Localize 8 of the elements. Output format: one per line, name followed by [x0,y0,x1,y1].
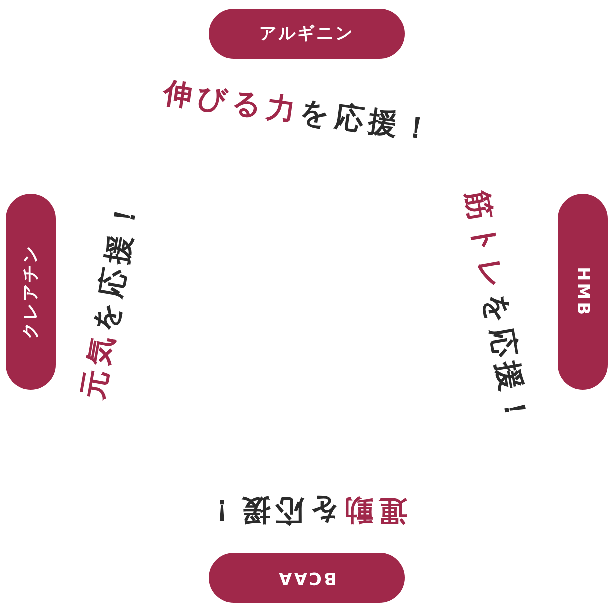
slogan-text: 元気を応援！ [74,194,146,402]
slogan-text: 筋トレを応援！ [459,188,537,432]
label-pill: BCAA [209,553,405,603]
label-pill: クレアチン [6,194,56,390]
slogan-text: 伸びる力を応援！ [161,74,439,149]
slogan-text: 運動を応援！ [202,493,408,530]
label-pill: HMB [558,194,608,390]
label-pill: アルギニン [209,9,405,59]
